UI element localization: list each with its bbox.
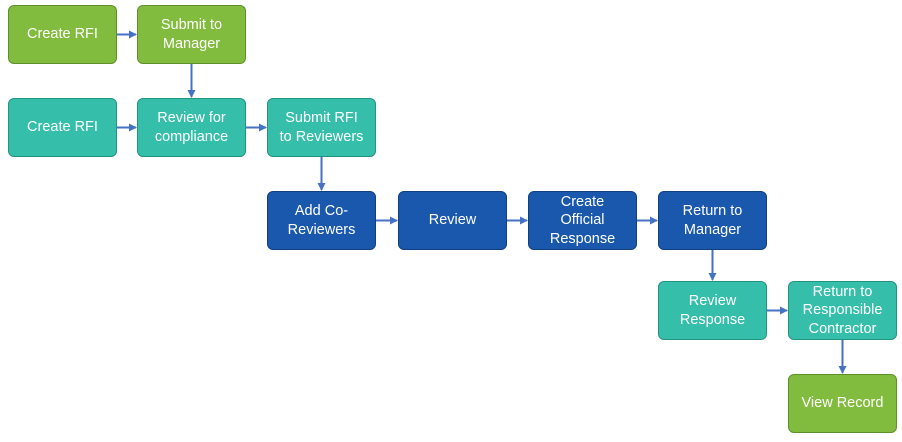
add-co-reviewers-step: Add Co- Reviewers [267,191,376,250]
node-label: Create Official Response [549,194,616,247]
submit-rfi-to-reviewers-step: Submit RFI to Reviewers [267,98,376,157]
node-label: Return to Manager [682,203,743,238]
return-to-responsible-contractor-step: Return to Responsible Contractor [788,281,897,340]
create-official-response-step: Create Official Response [528,191,637,250]
review-step: Review [398,191,507,250]
view-record-step: View Record [788,374,897,433]
review-response-step: Review Response [658,281,767,340]
node-label: Review Response [679,293,746,328]
return-to-manager-step: Return to Manager [658,191,767,250]
review-for-compliance-step: Review for compliance [137,98,246,157]
node-label: Add Co- Reviewers [287,203,356,238]
node-label: Review [428,212,477,229]
node-label: Create RFI [27,119,98,136]
submit-to-manager-step: Submit to Manager [137,5,246,64]
node-label: Return to Responsible Contractor [802,284,883,337]
node-label: Create RFI [27,26,98,43]
create-rfi-step-2: Create RFI [8,98,117,157]
create-rfi-step-1: Create RFI [8,5,117,64]
node-label: Submit to Manager [160,17,223,52]
node-label: Submit RFI to Reviewers [279,110,364,145]
node-label: Review for compliance [154,110,229,145]
node-label: View Record [801,395,884,412]
